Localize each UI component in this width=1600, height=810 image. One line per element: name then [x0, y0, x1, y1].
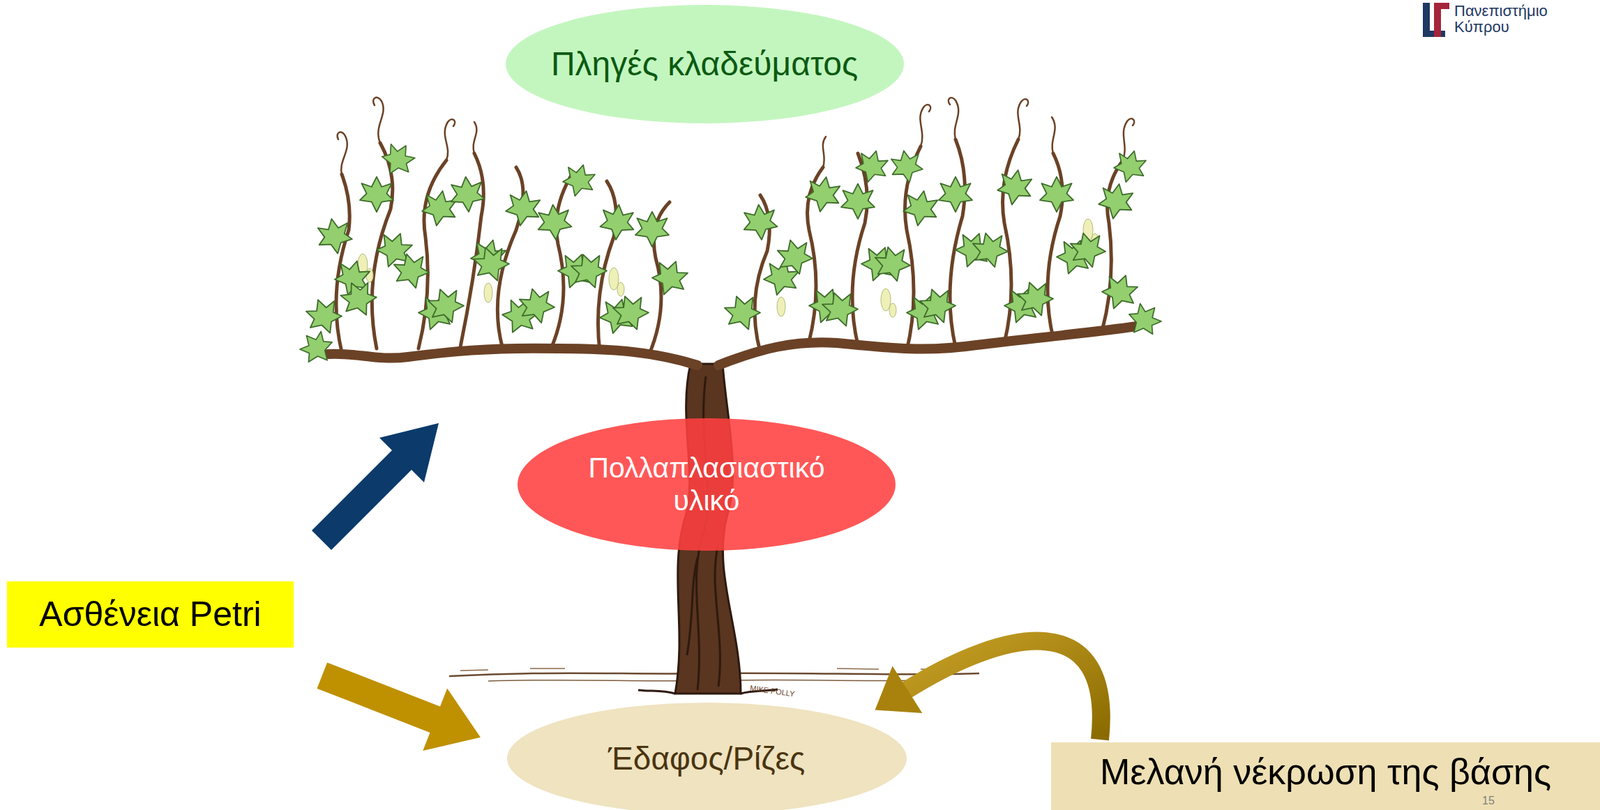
node-text: Πολλαπλασιαστικό υλικό	[560, 451, 854, 518]
vine-cordon	[327, 348, 698, 366]
flow-arrow	[875, 641, 1102, 741]
source-ellipse: Πληγές κλαδεύματος	[505, 4, 904, 124]
source-ellipse: Έδαφος/Ρίζες	[507, 703, 907, 810]
logo-text: Πανεπιστήμιο Κύπρου	[1454, 2, 1594, 35]
source-ellipse: Πολλαπλασιαστικό υλικό	[517, 418, 895, 552]
page-number: 15	[1482, 795, 1495, 808]
vine-leaves	[295, 138, 1167, 371]
flower-cluster	[357, 219, 1099, 318]
infection-arrow	[311, 423, 439, 551]
vine-cordon	[718, 326, 1137, 366]
node-text: Ασθένεια Petri	[39, 594, 261, 636]
node-text: Μελανή νέκρωση της βάσης	[1099, 751, 1552, 794]
flow-arrow	[317, 662, 481, 752]
arrow-body	[317, 662, 481, 752]
logo-mark	[1434, 2, 1450, 37]
disease-box: Μελανή νέκρωση της βάσης	[1051, 742, 1600, 810]
disease-box: Ασθένεια Petri	[6, 581, 294, 648]
artist-signature: MIKE POLLY	[749, 684, 796, 699]
vine-shoots	[336, 139, 1123, 356]
node-text: Έδαφος/Ρίζες	[608, 740, 806, 778]
arrow-head	[875, 666, 923, 714]
node-text: Πληγές κλαδεύματος	[551, 44, 858, 83]
arrow-body	[904, 641, 1102, 741]
